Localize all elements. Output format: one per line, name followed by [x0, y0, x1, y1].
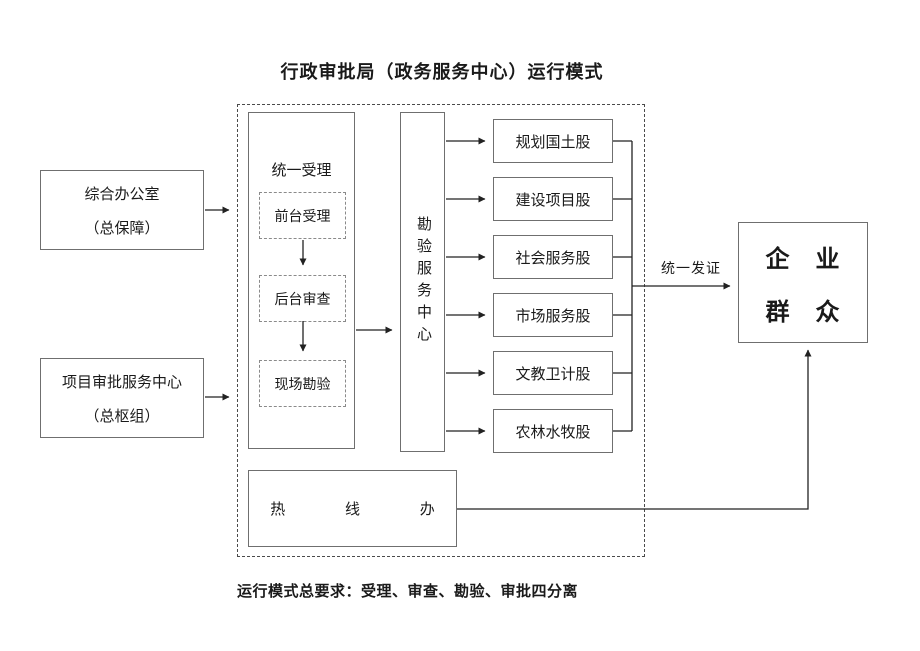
dept-planning-land: 规划国土股: [493, 119, 613, 163]
unified-intake-box: 统一受理 前台受理 后台审查 现场勘验: [248, 112, 355, 449]
enterprises-line: 企 业: [765, 246, 841, 273]
dept-construction-projects: 建设项目股: [493, 177, 613, 221]
dept-market-services: 市场服务股: [493, 293, 613, 337]
dept-culture-education-health: 文教卫计股: [493, 351, 613, 395]
unified-issuance-label: 统一发证: [661, 262, 721, 277]
caption-text: 运行模式总要求：受理、审查、勘验、审批四分离: [237, 584, 579, 600]
office-box-line2: （总保障）: [84, 220, 160, 237]
enterprises-public-box: 企 业 群 众: [738, 222, 868, 343]
dept-agriculture-forestry: 农林水牧股: [493, 409, 613, 453]
inspection-service-center-label: 勘验服务中心: [415, 216, 431, 348]
service-center-container: [237, 104, 645, 557]
step-site-inspection: 现场勘验: [259, 360, 346, 407]
project-center-box-line1: 项目审批服务中心: [61, 374, 182, 391]
office-box-line1: 综合办公室: [84, 186, 160, 203]
hotline-office-label: 热 线 办: [270, 502, 435, 518]
public-line: 群 众: [765, 299, 841, 326]
hotline-office-box: 热 线 办: [248, 470, 457, 547]
inspection-service-center-box: 勘验服务中心: [400, 112, 445, 452]
step-front-desk: 前台受理: [259, 192, 346, 239]
dept-social-services: 社会服务股: [493, 235, 613, 279]
project-center-box-line2: （总枢组）: [84, 408, 160, 425]
step-back-office-review: 后台审查: [259, 275, 346, 322]
page-title: 行政审批局（政务服务中心）运行模式: [280, 62, 604, 82]
unified-intake-label: 统一受理: [271, 163, 332, 179]
office-box: 综合办公室 （总保障）: [40, 170, 204, 250]
project-center-box: 项目审批服务中心 （总枢组）: [40, 358, 204, 438]
